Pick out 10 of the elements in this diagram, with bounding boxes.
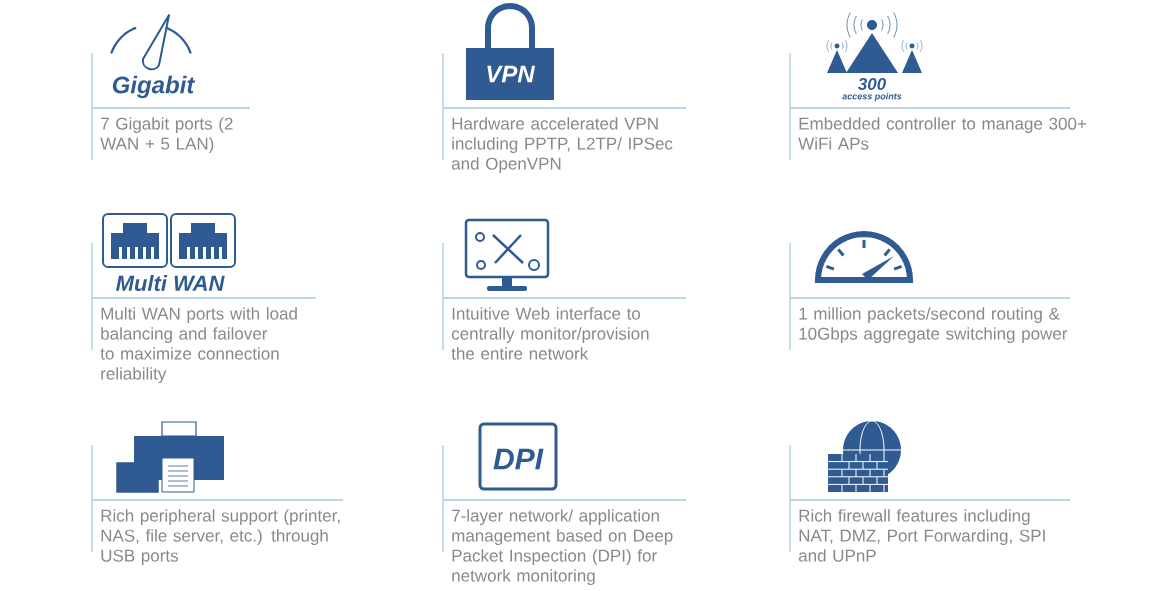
feature-cell: Rich peripheral support (printer, NAS, file server, etc.) through USB ports <box>91 444 344 566</box>
icon-label: 300 <box>857 78 886 90</box>
icon-label: Multi WAN <box>116 274 225 292</box>
feature-cell: 1 million packets/second routing & 10Gbps aggregate switching power <box>789 242 1071 351</box>
feature-cell: Rich firewall features including NAT, DMZ, Port Forwarding, SPI and UPnP <box>789 444 1071 562</box>
icon-label: VPN <box>487 65 536 83</box>
feature-cell: Intuitive Web interface to centrally monitor/provision the entire network <box>442 242 687 360</box>
icon-label: DPI <box>493 448 544 470</box>
icon-label: Gigabit <box>112 75 196 99</box>
icon-label: access points <box>842 92 902 102</box>
